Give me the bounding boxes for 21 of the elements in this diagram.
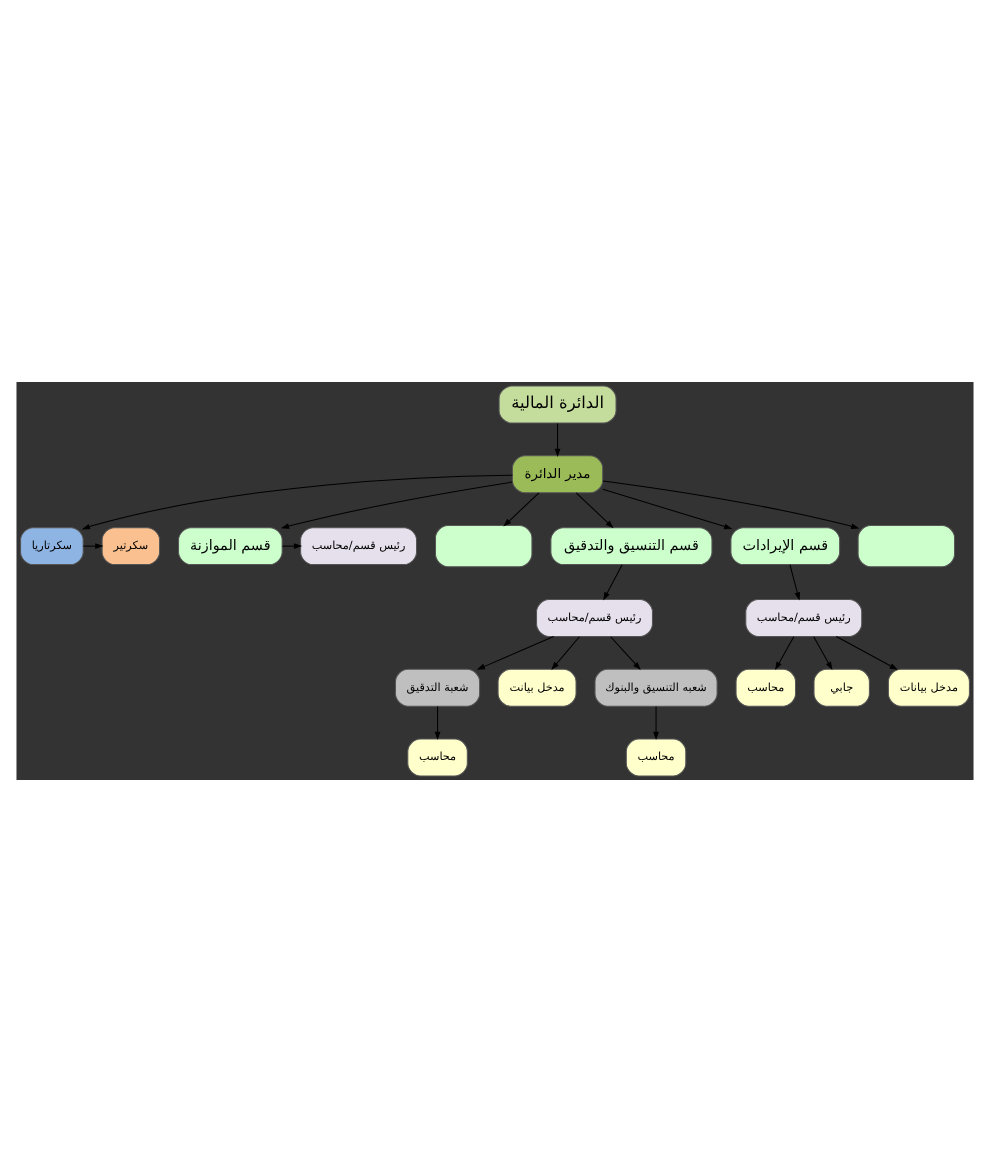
node-box	[435, 525, 533, 568]
arrow	[554, 422, 561, 457]
node-box	[857, 525, 956, 568]
arrow	[476, 636, 555, 670]
arrow	[81, 474, 513, 530]
arrow	[280, 481, 513, 529]
arrow	[602, 480, 860, 530]
arrow	[610, 636, 641, 670]
arrow	[281, 543, 303, 549]
arrow	[813, 636, 833, 671]
arrow	[775, 636, 795, 671]
arrow	[82, 543, 104, 549]
arrow	[575, 492, 614, 529]
arrow	[503, 492, 540, 527]
arrow	[603, 564, 623, 601]
arrow	[551, 636, 580, 670]
arrow	[835, 636, 898, 670]
arrow	[434, 705, 441, 741]
node-box: الدائرة المالية	[498, 385, 617, 424]
arrow	[789, 564, 801, 601]
arrow	[602, 488, 733, 530]
